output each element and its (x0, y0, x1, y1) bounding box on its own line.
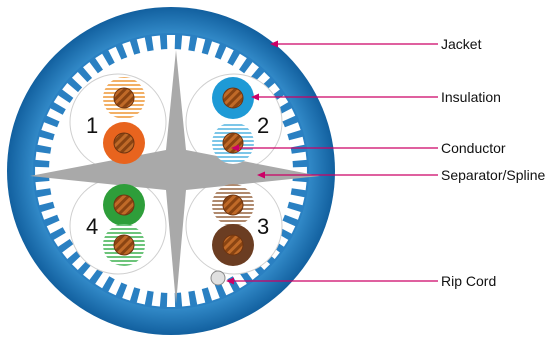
conductor-1a (113, 87, 135, 109)
conductor-3b (222, 234, 244, 256)
pair-number-2: 2 (257, 113, 269, 138)
shield-tooth (37, 194, 54, 206)
shield-tooth (288, 136, 305, 148)
arrow-jacket (270, 40, 278, 48)
arrow-conductor (231, 144, 239, 152)
shield-tooth (136, 37, 148, 54)
shield-tooth (46, 220, 64, 234)
shield-tooth (136, 288, 148, 305)
conductor-2a (222, 87, 244, 109)
shield-tooth (122, 41, 135, 59)
pair-number-4: 4 (86, 214, 98, 239)
pair-1 (103, 77, 145, 164)
conductor-1b (113, 132, 135, 154)
pair-number-1: 1 (86, 113, 98, 138)
conductor-3a (222, 194, 244, 216)
shield-tooth (232, 271, 247, 289)
label-insulation: Insulation (441, 89, 501, 105)
conductor-2b (222, 132, 244, 154)
pair-4 (103, 184, 145, 266)
shield-tooth (108, 278, 122, 296)
leader-arrowheads (226, 40, 278, 285)
shield-tooth (108, 46, 122, 64)
rip-cord (210, 270, 226, 286)
shield-tooth (71, 71, 89, 89)
arrow-insulation (251, 93, 259, 101)
shield-tooth (151, 290, 162, 307)
label-conductor: Conductor (441, 140, 506, 156)
shield-tooth (151, 35, 162, 52)
shield-tooth (62, 83, 79, 99)
shield-tooth (53, 232, 71, 247)
shield-tooth (180, 290, 191, 307)
shield-tooth (41, 122, 59, 135)
separator-spline (30, 50, 320, 304)
shield-tooth (95, 271, 110, 289)
arrow-separator (257, 171, 265, 179)
shield-tooth (53, 95, 71, 110)
shield-tooth (278, 108, 296, 122)
shield-tooth (95, 53, 110, 71)
shield-tooth (166, 35, 176, 51)
shield-tooth (35, 180, 52, 191)
pair-3 (212, 184, 254, 266)
shield-tooth (288, 194, 305, 206)
shield-tooth (290, 180, 307, 191)
shield-tooth (194, 288, 206, 305)
shield-tooth (41, 207, 59, 220)
shield-tooth (207, 283, 220, 301)
shield-tooth (37, 136, 54, 148)
label-ripcord: Rip Cord (441, 273, 496, 289)
arrow-ripcord (226, 277, 234, 285)
shield-tooth (180, 35, 191, 52)
pair-number-3: 3 (257, 214, 269, 239)
shield-tooth (243, 62, 259, 79)
pair-2 (212, 77, 254, 164)
shield-tooth (207, 41, 220, 59)
shield-tooth (35, 151, 52, 162)
shield-tooth (83, 62, 99, 79)
shield-tooth (283, 207, 301, 220)
shield-tooth (194, 37, 206, 54)
shield-tooth (283, 122, 301, 135)
conductor-4a (113, 194, 135, 216)
shield-tooth (122, 283, 135, 301)
conductor-4b (113, 234, 135, 256)
shield-tooth (232, 53, 247, 71)
label-separator: Separator/Spline (441, 167, 546, 183)
shield-tooth (278, 220, 296, 234)
label-jacket: Jacket (441, 36, 482, 52)
leader-lines (231, 43, 438, 282)
shield-tooth (290, 151, 307, 162)
shield-tooth (166, 291, 176, 307)
shield-tooth (46, 108, 64, 122)
shield-tooth (220, 46, 234, 64)
